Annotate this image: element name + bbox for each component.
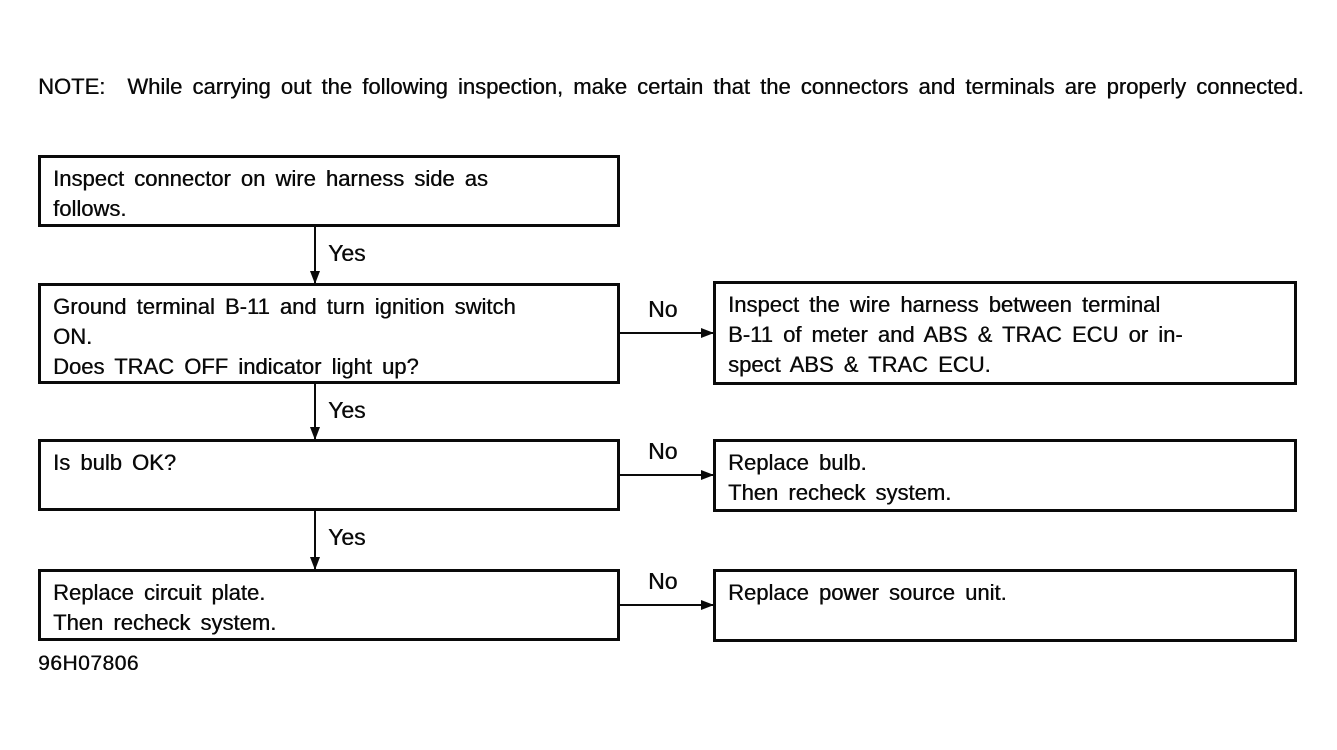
no-label: No xyxy=(648,438,678,464)
connector-line xyxy=(314,227,316,283)
connector-no-2: No xyxy=(620,439,714,480)
step-box-ground-terminal: Ground terminal B-11 and turn ignition s… xyxy=(38,283,620,384)
yes-label: Yes xyxy=(328,524,366,550)
connector-yes-2: Yes xyxy=(310,384,366,440)
connector-line xyxy=(620,332,713,334)
arrowhead-down-icon xyxy=(310,427,320,440)
no-label: No xyxy=(648,296,678,322)
arrowhead-right-icon xyxy=(701,600,714,610)
note-text: While carrying out the following inspect… xyxy=(127,74,1304,99)
no-label: No xyxy=(648,568,678,594)
step-box-is-bulb-ok: Is bulb OK? xyxy=(38,439,620,511)
connector-no-1: No xyxy=(620,297,714,338)
connector-line xyxy=(620,604,713,606)
connector-no-3: No xyxy=(620,569,714,610)
step-box-inspect-connector: Inspect connector on wire harness side a… xyxy=(38,155,620,227)
step-box-replace-circuit-plate: Replace circuit plate.Then recheck syste… xyxy=(38,569,620,641)
connector-yes-3: Yes xyxy=(310,511,366,570)
action-box-inspect-wire-harness: Inspect the wire harness between termina… xyxy=(713,281,1297,385)
yes-label: Yes xyxy=(328,240,366,266)
action-box-replace-bulb: Replace bulb.Then recheck system. xyxy=(713,439,1297,512)
connector-yes-1: Yes xyxy=(310,227,366,284)
connector-line xyxy=(314,384,316,439)
note-paragraph: NOTE: While carrying out the following in… xyxy=(38,71,1334,102)
yes-label: Yes xyxy=(328,397,366,423)
arrowhead-right-icon xyxy=(701,470,714,480)
connector-line xyxy=(620,474,713,476)
arrowhead-down-icon xyxy=(310,271,320,284)
connector-line xyxy=(314,511,316,569)
arrowhead-right-icon xyxy=(701,328,714,338)
note-label: NOTE: xyxy=(38,74,106,99)
action-box-replace-power-source: Replace power source unit. xyxy=(713,569,1297,642)
arrowhead-down-icon xyxy=(310,557,320,570)
figure-id: 96H07806 xyxy=(38,652,139,675)
